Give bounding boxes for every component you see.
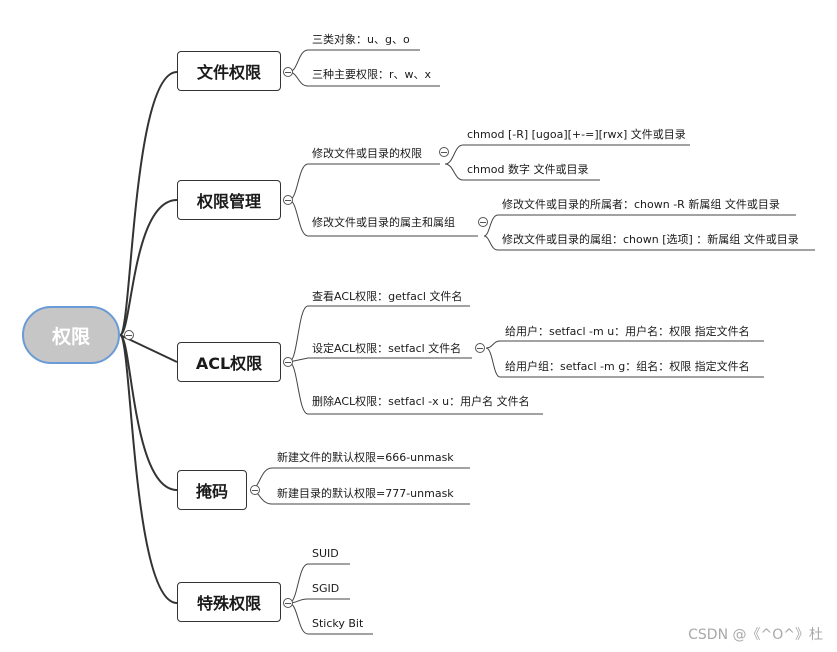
special-suid: SUID xyxy=(312,547,339,560)
topic-mask[interactable]: 掩码 xyxy=(177,470,247,510)
acl-view: 查看ACL权限：getfacl 文件名 xyxy=(312,290,463,303)
collapse-icon[interactable] xyxy=(475,343,485,353)
topic-permission-management[interactable]: 权限管理 xyxy=(177,180,281,220)
root-node[interactable]: 权限 xyxy=(22,306,120,364)
collapse-icon[interactable] xyxy=(283,598,293,608)
collapse-icon[interactable] xyxy=(439,147,449,157)
collapse-icon[interactable] xyxy=(283,67,293,77)
collapse-icon[interactable] xyxy=(250,485,260,495)
modify-permissions-label: 修改文件或目录的权限 xyxy=(312,147,422,160)
chown-owner: 修改文件或目录的所属者：chown -R 新属组 文件或目录 xyxy=(502,198,780,211)
topic-acl-permissions[interactable]: ACL权限 xyxy=(177,342,281,382)
acl-set-user: 给用户：setfacl -m u：用户名：权限 指定文件名 xyxy=(505,325,750,338)
special-sticky-bit: Sticky Bit xyxy=(312,617,364,630)
file-perm-objects: 三类对象：u、g、o xyxy=(312,33,410,46)
acl-set-group: 给用户组：setfacl -m g：组名：权限 指定文件名 xyxy=(505,360,750,373)
mask-dir-default: 新建目录的默认权限=777-unmask xyxy=(277,487,454,500)
modify-owner-label: 修改文件或目录的属主和属组 xyxy=(312,216,455,229)
topic-file-permissions[interactable]: 文件权限 xyxy=(177,51,281,91)
collapse-icon[interactable] xyxy=(283,357,293,367)
special-sgid: SGID xyxy=(312,582,340,595)
acl-delete: 删除ACL权限：setfacl -x u：用户名 文件名 xyxy=(312,395,530,408)
collapse-icon[interactable] xyxy=(124,330,134,340)
mask-file-default: 新建文件的默认权限=666-unmask xyxy=(277,451,454,464)
topic-special-permissions[interactable]: 特殊权限 xyxy=(177,582,281,622)
chmod-numeric: chmod 数字 文件或目录 xyxy=(467,163,589,176)
file-perm-modes: 三种主要权限：r、w、x xyxy=(312,68,432,81)
collapse-icon[interactable] xyxy=(283,195,293,205)
acl-set: 设定ACL权限：setfacl 文件名 xyxy=(312,342,462,355)
collapse-icon[interactable] xyxy=(478,217,488,227)
chown-group: 修改文件或目录的属组：chown [选项] ：新属组 文件或目录 xyxy=(502,233,799,246)
chmod-symbolic: chmod [-R] [ugoa][+-=][rwx] 文件或目录 xyxy=(467,128,686,141)
watermark: CSDN @《^O^》杜 xyxy=(688,627,823,643)
